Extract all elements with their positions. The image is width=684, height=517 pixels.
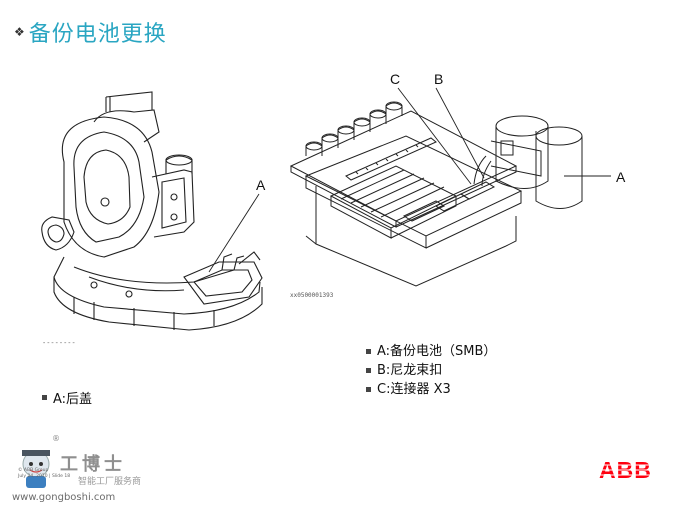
abb-logo: ABB xyxy=(597,457,657,483)
bullet-square-icon xyxy=(42,395,47,400)
watermark-mascot-icon xyxy=(22,450,50,488)
legend-item: A:备份电池（SMB） xyxy=(366,342,496,361)
bullet-square-icon xyxy=(366,387,371,392)
watermark-url: www.gongboshi.com xyxy=(12,492,116,503)
legend-text: A:备份电池（SMB） xyxy=(377,344,497,359)
legend-right: A:备份电池（SMB） B:尼龙束扣 C:连接器 X3 xyxy=(366,342,496,399)
legend-text: A:后盖 xyxy=(53,392,93,407)
registered-mark: ® xyxy=(52,434,60,443)
robot-back-cover-illustration: A xyxy=(41,91,266,331)
callout-a-left: A xyxy=(256,177,266,193)
legend-text: C:连接器 X3 xyxy=(377,382,451,397)
legend-left: A:后盖 xyxy=(42,388,92,407)
smb-board-illustration: C B A xyxy=(289,71,626,287)
legend-item: A:后盖 xyxy=(42,388,92,407)
slide-title: ❖ 备份电池更换 xyxy=(14,16,167,48)
watermark-subtitle: 智能工厂服务商 xyxy=(78,477,142,487)
legend-text: B:尼龙束扣 xyxy=(377,363,443,378)
bullet-square-icon xyxy=(366,349,371,354)
copyright-line-1: © ABB Group xyxy=(18,468,49,473)
bullet-square-icon xyxy=(366,368,371,373)
legend-item: B:尼龙束扣 xyxy=(366,361,496,380)
legend-item: C:连接器 X3 xyxy=(366,380,496,399)
callout-a-right: A xyxy=(616,169,626,185)
copyright-line-2: July 24, 2010 | Slide 18 xyxy=(18,474,71,479)
copyright: © ABB Group July 24, 2010 | Slide 18 xyxy=(18,468,70,480)
figure-left-dashes: -------- xyxy=(42,339,76,347)
title-bullet-icon: ❖ xyxy=(14,25,25,39)
callout-c: C xyxy=(390,71,400,87)
title-text: 备份电池更换 xyxy=(28,22,167,47)
callout-b: B xyxy=(434,71,443,87)
watermark-name: 工博士 xyxy=(60,454,126,475)
figure-right-code: xx0500001393 xyxy=(290,292,334,299)
